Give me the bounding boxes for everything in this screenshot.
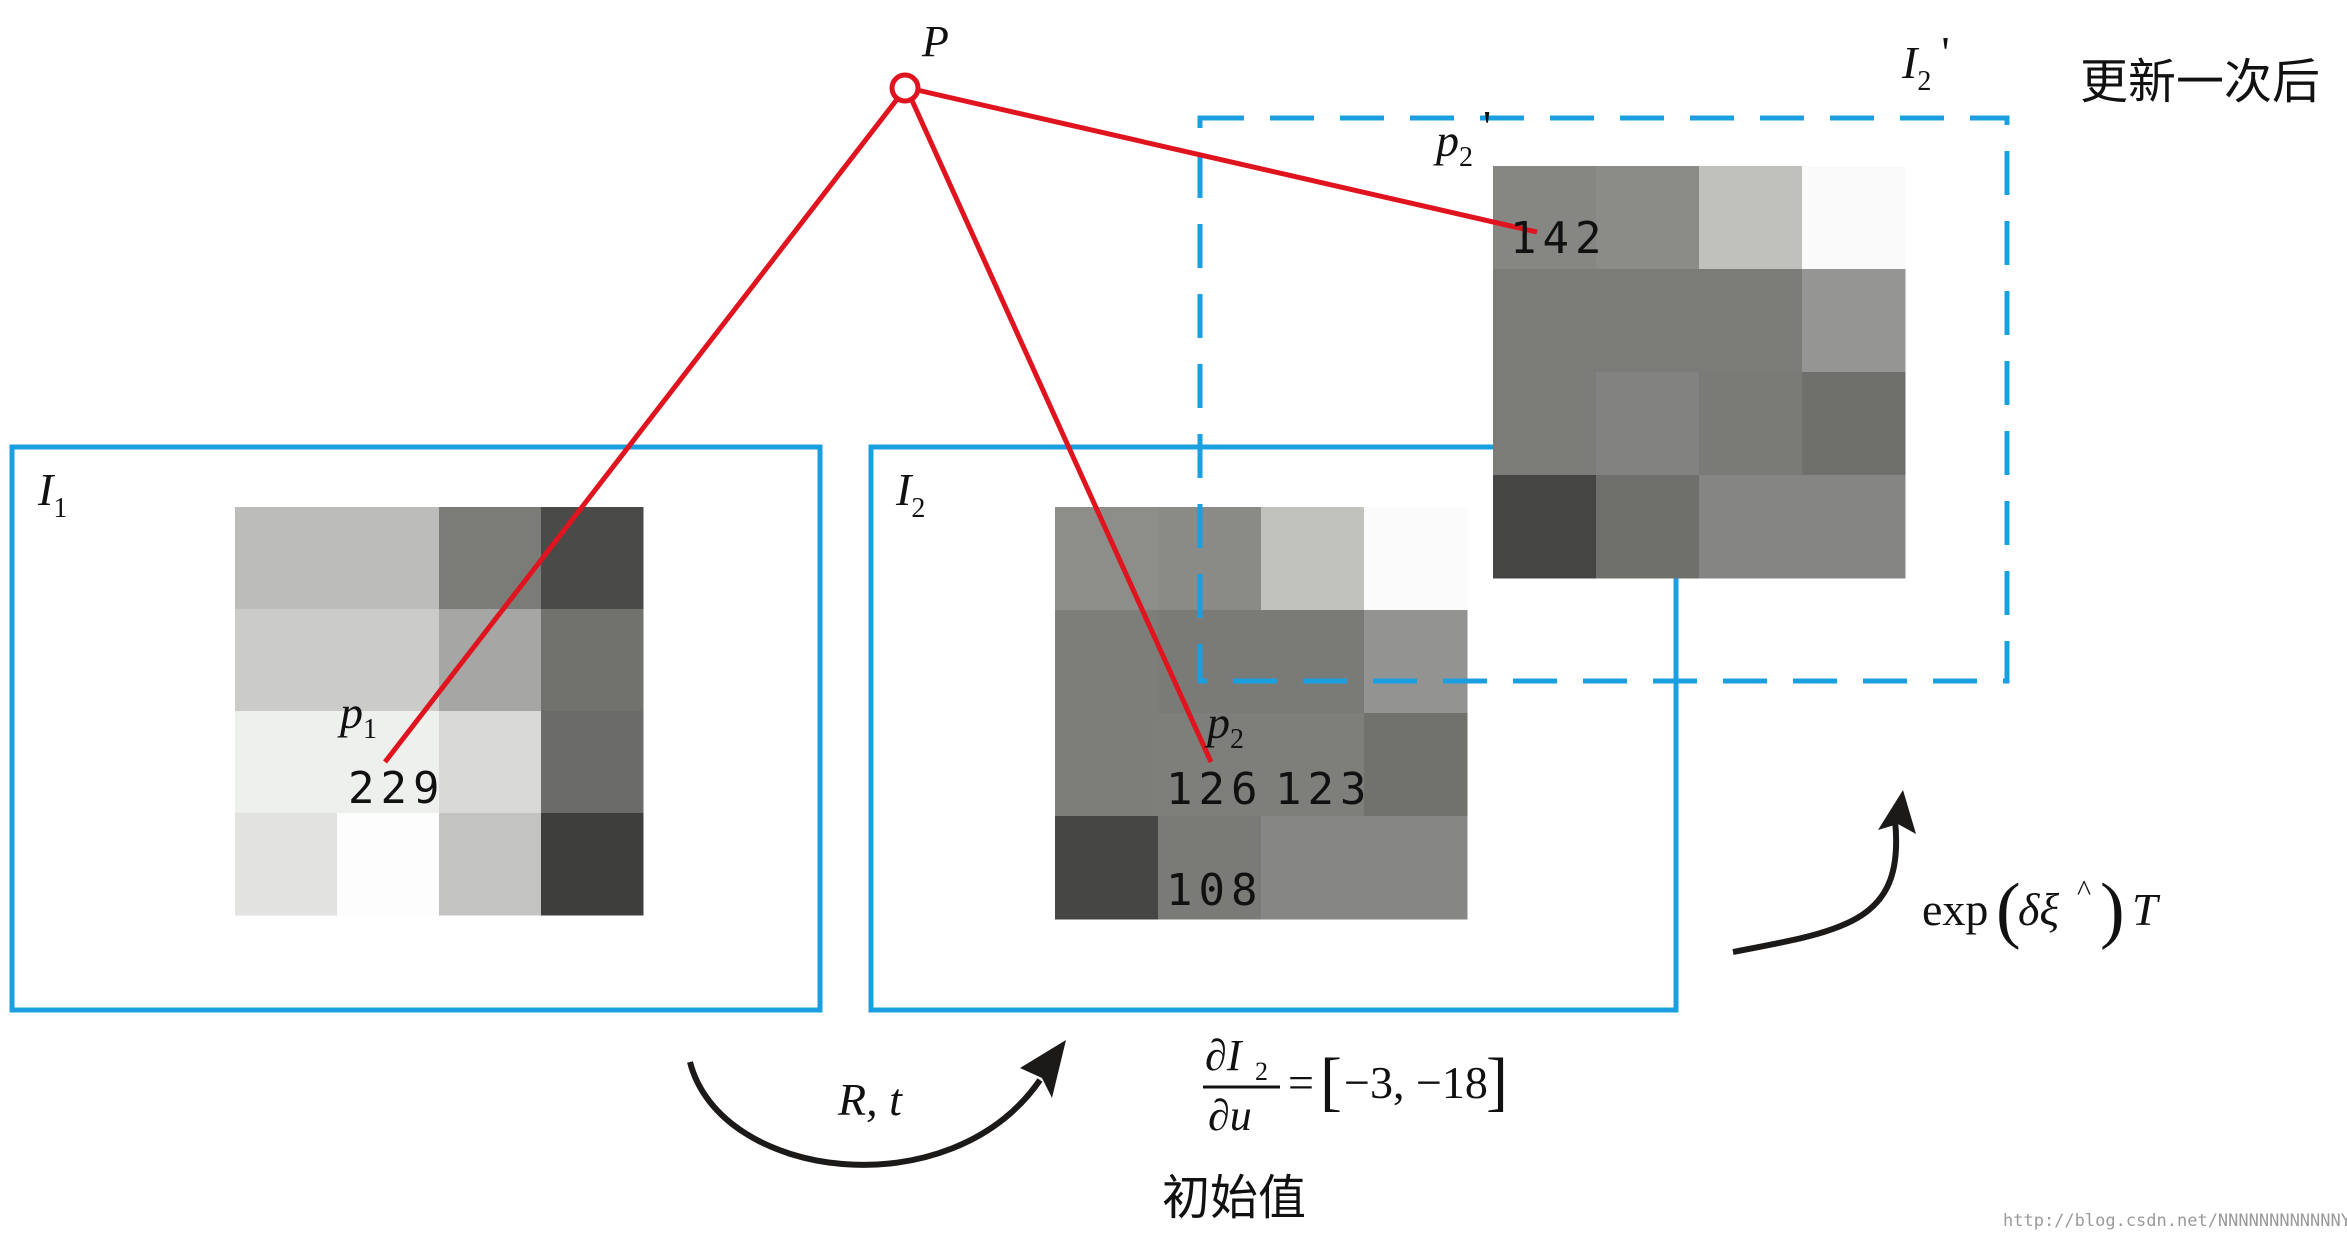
image2-label: I2 [895, 464, 925, 524]
patch-cell [1364, 816, 1468, 920]
svg-text:δξ: δξ [2018, 884, 2059, 935]
patch-cell [541, 507, 644, 610]
patch-cell [337, 609, 440, 712]
update-arrow-head [1878, 790, 1916, 834]
p2-right-value: 123 [1275, 764, 1372, 815]
after-update-caption: 更新一次后 [2080, 54, 2320, 110]
patch-cell [1699, 269, 1803, 373]
image2-updated-frame [1197, 115, 2010, 684]
patch-cell [337, 813, 440, 916]
p2-updated-value: 142 [1510, 213, 1607, 264]
svg-text:): ) [2100, 869, 2125, 951]
patch-cell [1055, 507, 1159, 611]
point-p-marker [889, 72, 921, 104]
svg-text:[: [ [1320, 1045, 1342, 1118]
patch-cell [235, 813, 338, 916]
image2-frame [868, 444, 1679, 1013]
image1-frame [9, 444, 823, 1013]
patch-cell [1699, 372, 1803, 476]
patch-image2 [1055, 507, 1468, 920]
initial-value-caption: 初始值 [1162, 1170, 1306, 1226]
patch-cell [1493, 166, 1597, 270]
patch-cell [1802, 166, 1906, 270]
p2-value: 126 [1166, 764, 1263, 815]
patch-cell [1364, 610, 1468, 714]
patch-cell [541, 711, 644, 814]
patch-cell [1493, 475, 1597, 579]
p1-value: 229 [348, 763, 445, 814]
patch-cell [1596, 372, 1700, 476]
patch-cell [1699, 475, 1803, 579]
svg-text:∂u: ∂u [1208, 1091, 1252, 1140]
patch-cell [1261, 816, 1365, 920]
patch-image2-updated [1493, 166, 1906, 579]
patch-cell [1158, 610, 1262, 714]
patch-cell [1802, 372, 1906, 476]
patch-cell [1596, 166, 1700, 270]
svg-text:exp: exp [1922, 884, 1988, 935]
patch-cell [439, 813, 542, 916]
patch-cell [337, 507, 440, 610]
svg-text:=: = [1288, 1057, 1314, 1108]
patch-cell [1699, 166, 1803, 270]
patch-cell [1261, 610, 1365, 714]
transform-arrow-curve [687, 1061, 1043, 1168]
patch-cell [439, 711, 542, 814]
patch-cell [1364, 507, 1468, 611]
patch-cell [1158, 507, 1262, 611]
rt-label: R, t [837, 1074, 903, 1125]
svg-text:T: T [2132, 884, 2161, 935]
patch-cell [1261, 713, 1365, 817]
svg-text:(: ( [1996, 869, 2021, 951]
patch-cell [1596, 269, 1700, 373]
patch-cell [541, 609, 644, 712]
patch-cell [1802, 269, 1906, 373]
watermark: http://blog.csdn.net/NNNNNNNNNNNNY [2003, 1211, 2347, 1231]
patch-cell [1493, 269, 1597, 373]
ray-p-to-p2 [907, 94, 1214, 764]
gradient-formula: ∂I 2 ∂u = [ −3, −18 ] [1203, 1031, 1508, 1140]
svg-text:^: ^ [2077, 874, 2091, 907]
patch-cell [1364, 713, 1468, 817]
ray-p-to-p1 [383, 87, 907, 764]
exp-update-formula: exp ( δξ ^ ) T [1922, 869, 2161, 951]
p2-updated-label: p2' [1433, 101, 1491, 173]
patch-cell [1493, 372, 1597, 476]
patch-cell [1802, 475, 1906, 579]
patch-cell [235, 711, 338, 814]
patch-cell [1055, 610, 1159, 714]
patch-cell [1055, 713, 1159, 817]
patch-cell [1158, 713, 1262, 817]
image1-label: I1 [37, 464, 67, 524]
patch-cell [439, 507, 542, 610]
image2-updated-label: I2' [1901, 27, 1950, 97]
patch-cell [337, 711, 440, 814]
svg-text:∂I: ∂I [1205, 1031, 1244, 1080]
point-p-label: P [921, 17, 949, 66]
svg-text:]: ] [1486, 1045, 1508, 1118]
patch-image1 [235, 507, 644, 916]
p2-below-value: 108 [1166, 865, 1263, 916]
patch-cell [1055, 816, 1159, 920]
p1-label: p1 [337, 687, 377, 745]
transform-arrow-head [1020, 1040, 1066, 1098]
patch-cell [235, 609, 338, 712]
patch-cell [1261, 507, 1365, 611]
svg-text:2: 2 [1255, 1057, 1268, 1086]
patch-cell [1596, 475, 1700, 579]
p2-label: p2 [1204, 697, 1244, 755]
update-arrow-curve [1732, 819, 1900, 955]
patch-cell [541, 813, 644, 916]
svg-text:−3, −18: −3, −18 [1344, 1057, 1488, 1108]
ray-p-to-p2-updated [916, 87, 1538, 235]
patch-cell [235, 507, 338, 610]
patch-cell [1158, 816, 1262, 920]
